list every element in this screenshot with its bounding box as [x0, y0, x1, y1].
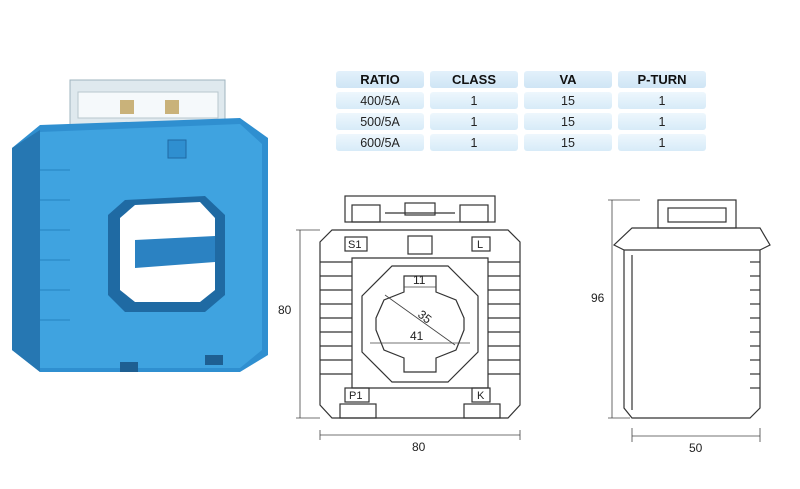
header-p-turn: P-TURN — [618, 71, 706, 88]
cell-ratio: 500/5A — [336, 113, 424, 130]
cell-class: 1 — [430, 92, 518, 109]
side-view — [612, 199, 771, 419]
table-header-row: RATIO CLASS VA P-TURN — [336, 71, 706, 88]
window-top-dimension: 11 — [413, 273, 426, 287]
product-photo — [12, 79, 268, 372]
side-height-dimension: 96 — [591, 291, 605, 305]
spec-table: RATIO CLASS VA P-TURN 400/5A 1 15 1 500/… — [330, 67, 712, 155]
cell-va: 15 — [524, 134, 612, 151]
table-row: 400/5A 1 15 1 — [336, 92, 706, 109]
header-class: CLASS — [430, 71, 518, 88]
window-width-dimension: 41 — [410, 329, 424, 343]
cell-ratio: 400/5A — [336, 92, 424, 109]
cell-p-turn: 1 — [618, 113, 706, 130]
header-ratio: RATIO — [336, 71, 424, 88]
front-view — [319, 195, 521, 419]
cell-p-turn: 1 — [618, 92, 706, 109]
front-height-dimension: 80 — [278, 303, 292, 317]
terminal-s1-label: S1 — [348, 239, 361, 251]
cell-p-turn: 1 — [618, 134, 706, 151]
header-va: VA — [524, 71, 612, 88]
cell-class: 1 — [430, 113, 518, 130]
terminal-k-label: K — [477, 390, 485, 402]
diagonal-dimension: 35 — [415, 307, 434, 326]
terminal-p1-label: P1 — [349, 390, 362, 402]
table-row: 600/5A 1 15 1 — [336, 134, 706, 151]
front-width-dimension: 80 — [412, 440, 426, 454]
terminal-l-label: L — [477, 239, 483, 251]
table-row: 500/5A 1 15 1 — [336, 113, 706, 130]
cell-va: 15 — [524, 92, 612, 109]
side-width-dimension: 50 — [689, 441, 703, 455]
cell-class: 1 — [430, 134, 518, 151]
cell-va: 15 — [524, 113, 612, 130]
cell-ratio: 600/5A — [336, 134, 424, 151]
